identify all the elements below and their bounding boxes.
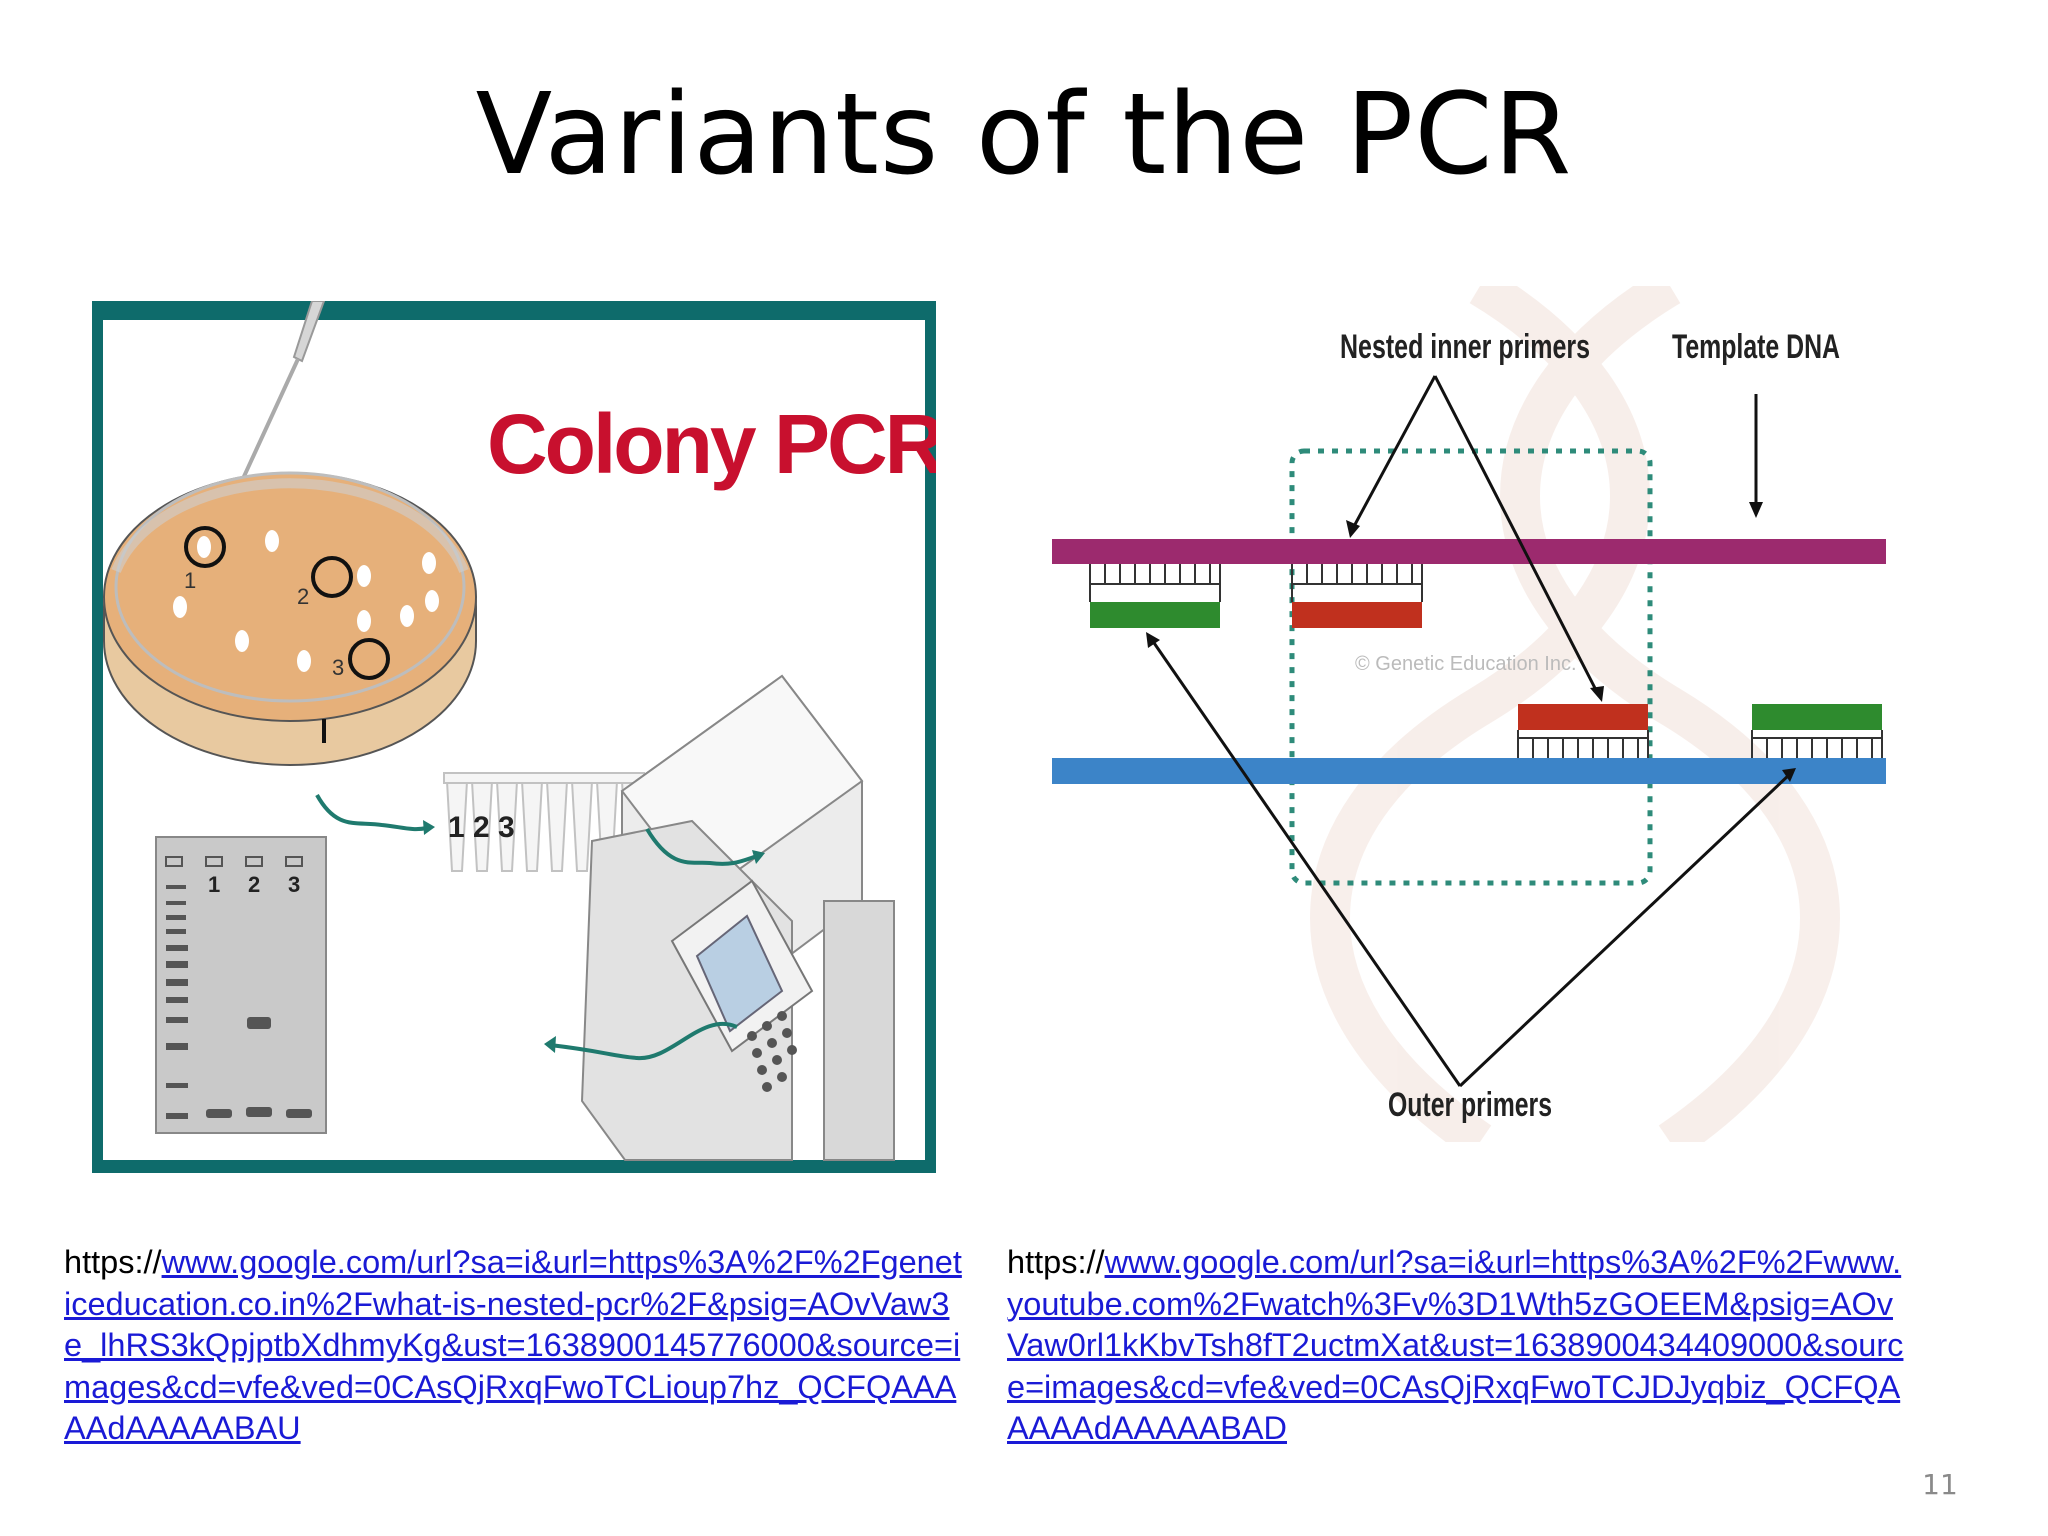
colony-pcr-banner: Colony PCR <box>487 397 936 491</box>
slide-title: Variants of the PCR <box>475 70 1573 200</box>
caption-left-link[interactable]: www.google.com/url?sa=i&url=https%3A%2F%… <box>64 1244 962 1446</box>
top-template-strand <box>1052 539 1886 564</box>
page-number: 11 <box>1922 1468 1958 1501</box>
label-outer-primers: Outer primers <box>1388 1086 1552 1124</box>
thermal-cycler-icon <box>580 674 895 1161</box>
svg-text:1: 1 <box>208 872 220 897</box>
outer-primer-top <box>1090 602 1220 628</box>
svg-text:3: 3 <box>332 655 344 680</box>
svg-text:1: 1 <box>448 811 465 844</box>
petri-dish-icon: 1 2 3 <box>103 471 477 766</box>
nested-primer-top <box>1292 602 1422 628</box>
watermark-text: © Genetic Education Inc. <box>1355 653 1577 675</box>
caption-right: https://www.google.com/url?sa=i&url=http… <box>1007 1242 1907 1450</box>
outer-primer-bottom <box>1752 704 1882 730</box>
caption-left-prefix: https:// <box>64 1244 162 1280</box>
gel-icon: 1 2 3 <box>155 836 327 1134</box>
annotation-arrows <box>1150 375 1792 1088</box>
svg-text:2: 2 <box>473 811 490 844</box>
dna-watermark-icon <box>1310 268 1840 1159</box>
svg-text:2: 2 <box>248 872 260 897</box>
svg-text:1: 1 <box>184 568 196 593</box>
process-arrows <box>315 794 758 1061</box>
caption-right-link[interactable]: www.google.com/url?sa=i&url=https%3A%2F%… <box>1007 1244 1904 1446</box>
svg-text:3: 3 <box>288 872 300 897</box>
colony-pcr-figure: Colony PCR 1 2 3 <box>92 300 947 1173</box>
label-nested-inner-primers: Nested inner primers <box>1340 328 1590 366</box>
bottom-template-strand <box>1052 758 1886 784</box>
label-template-dna: Template DNA <box>1672 328 1840 366</box>
nested-pcr-figure: Nested inner primers Template DNA <box>1030 268 1890 1159</box>
caption-left: https://www.google.com/url?sa=i&url=http… <box>64 1242 964 1450</box>
nested-primer-bottom <box>1518 704 1648 730</box>
svg-text:2: 2 <box>297 584 309 609</box>
svg-text:3: 3 <box>498 811 515 844</box>
caption-right-prefix: https:// <box>1007 1244 1105 1280</box>
